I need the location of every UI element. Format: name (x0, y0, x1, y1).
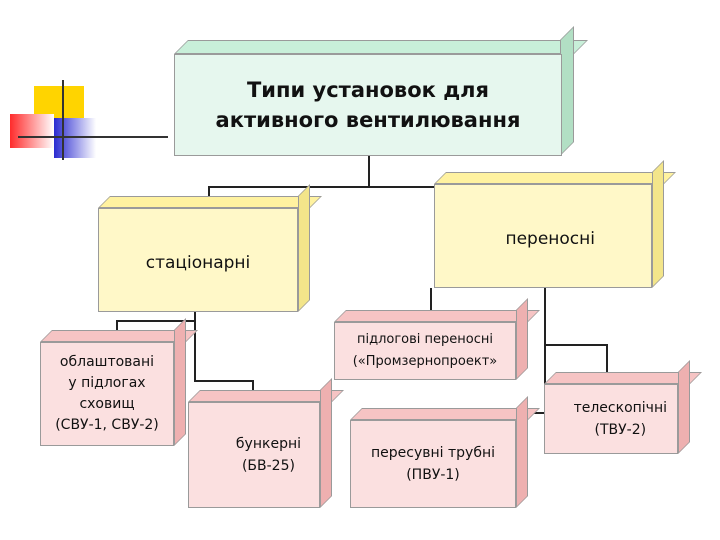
connector-to-telescopic (544, 344, 608, 346)
decor-horizontal-line (18, 136, 168, 138)
telescopic-label: телескопічні (ТВУ-2) (573, 399, 667, 438)
telescopic-box: телескопічні (ТВУ-2) (544, 384, 678, 454)
connector-top-horizontal (208, 186, 466, 188)
floor-portable-box-side (516, 298, 528, 380)
portable-box-top (434, 172, 676, 184)
mobile-pipe-box-side (516, 396, 528, 508)
connector-stationary-down (194, 312, 196, 382)
floor-portable-label: підлогові переносні («Промзернопроект» (352, 331, 498, 369)
bunker-box-side (320, 378, 332, 508)
portable-box: переносні (434, 184, 652, 288)
decor-red-square (10, 114, 54, 148)
decor-blue-square (54, 118, 96, 158)
stationary-box-top (98, 196, 322, 208)
decor-vertical-line (62, 80, 64, 160)
portable-label: переносні (505, 229, 595, 249)
floor-storage-label: облаштовані у підлогах сховищ (СВУ-1, СВ… (55, 354, 159, 433)
floor-portable-box-top (334, 310, 540, 322)
connector-to-telescopic-down (606, 344, 608, 374)
mobile-pipe-label: пересувні трубні (ПВУ-1) (371, 444, 495, 483)
connector-portable-down-left (430, 288, 432, 318)
connector-to-bunker-down (252, 380, 254, 396)
root-label: Типи установок для активного вентилюванн… (215, 77, 521, 132)
root-box-top (174, 40, 588, 54)
stationary-label: стаціонарні (145, 253, 251, 273)
connector-stationary-horizontal (116, 320, 196, 322)
bunker-box: бункерні (БВ-25) (188, 402, 320, 508)
connector-root-down (368, 156, 370, 188)
telescopic-box-side (678, 360, 690, 454)
portable-box-side (652, 160, 664, 288)
root-box: Типи установок для активного вентилюванн… (174, 54, 562, 156)
stationary-box: стаціонарні (98, 208, 298, 312)
connector-to-bunker (194, 380, 254, 382)
stationary-box-side (298, 184, 310, 312)
floor-storage-box: облаштовані у підлогах сховищ (СВУ-1, СВ… (40, 342, 174, 446)
root-box-side (560, 26, 574, 156)
bunker-label: бункерні (БВ-25) (235, 435, 301, 474)
mobile-pipe-box-top (350, 408, 540, 420)
connector-portable-down-right (544, 288, 546, 414)
connector-to-floor-storage (116, 320, 118, 338)
floor-portable-box: підлогові переносні («Промзернопроект» (334, 322, 516, 380)
floor-storage-box-side (174, 318, 186, 446)
mobile-pipe-box: пересувні трубні (ПВУ-1) (350, 420, 516, 508)
